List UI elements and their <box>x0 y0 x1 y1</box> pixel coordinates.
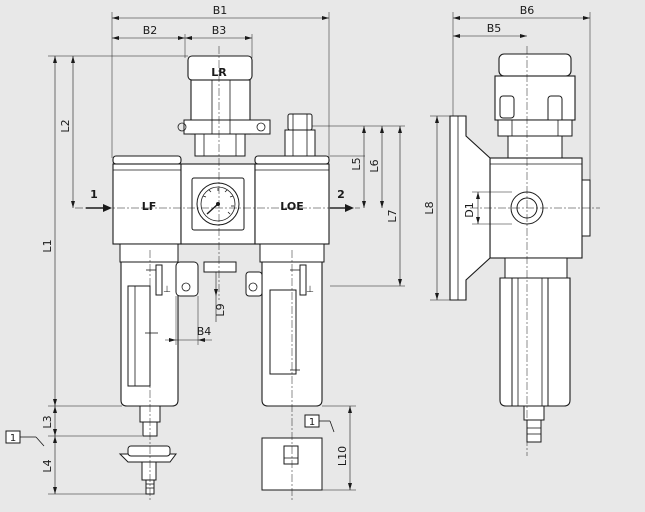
regulator-head <box>177 55 271 157</box>
dim-b4: B4 <box>197 325 212 338</box>
lubricator-fill-plug <box>284 113 316 157</box>
side-view: B6 B5 L8 D1 <box>423 4 600 456</box>
dim-l4: L4 <box>41 459 54 472</box>
dim-b3: B3 <box>212 24 227 37</box>
gauge-block <box>180 163 256 273</box>
label-lr: LR <box>211 66 227 79</box>
dim-l6: L6 <box>368 159 381 172</box>
filter-bowl: ⊥ <box>120 261 199 437</box>
inlet-arrow <box>86 204 112 212</box>
callout-lubricator: 1 <box>309 417 315 428</box>
dim-l8: L8 <box>423 201 436 214</box>
filter-body <box>112 155 182 263</box>
callout-filter: 1 <box>10 433 16 444</box>
lubricator-bowl: ⊥ <box>245 261 323 407</box>
dim-l9: L9 <box>214 303 227 316</box>
svg-text:⊥: ⊥ <box>163 285 171 295</box>
port-label-outlet: 2 <box>337 188 345 201</box>
svg-text:⊥: ⊥ <box>306 285 314 295</box>
dim-l5: L5 <box>350 157 363 170</box>
dim-b2: B2 <box>143 24 158 37</box>
dim-l7: L7 <box>386 209 399 222</box>
label-loe: LOE <box>280 200 303 213</box>
label-lf: LF <box>142 200 157 213</box>
dim-l2: L2 <box>59 119 72 132</box>
dim-l1: L1 <box>41 239 54 252</box>
drain-detail-filter <box>118 445 177 495</box>
dim-d1: D1 <box>463 202 476 217</box>
lubricator-body <box>254 155 330 263</box>
outlet-arrow <box>330 204 354 212</box>
dim-l10: L10 <box>336 446 349 466</box>
dim-l3: L3 <box>41 415 54 428</box>
port-label-inlet: 1 <box>90 188 98 201</box>
front-view: LR LF <box>5 4 405 500</box>
dim-b6: B6 <box>520 4 535 17</box>
dim-b1: B1 <box>213 4 228 17</box>
dim-b5: B5 <box>487 22 502 35</box>
